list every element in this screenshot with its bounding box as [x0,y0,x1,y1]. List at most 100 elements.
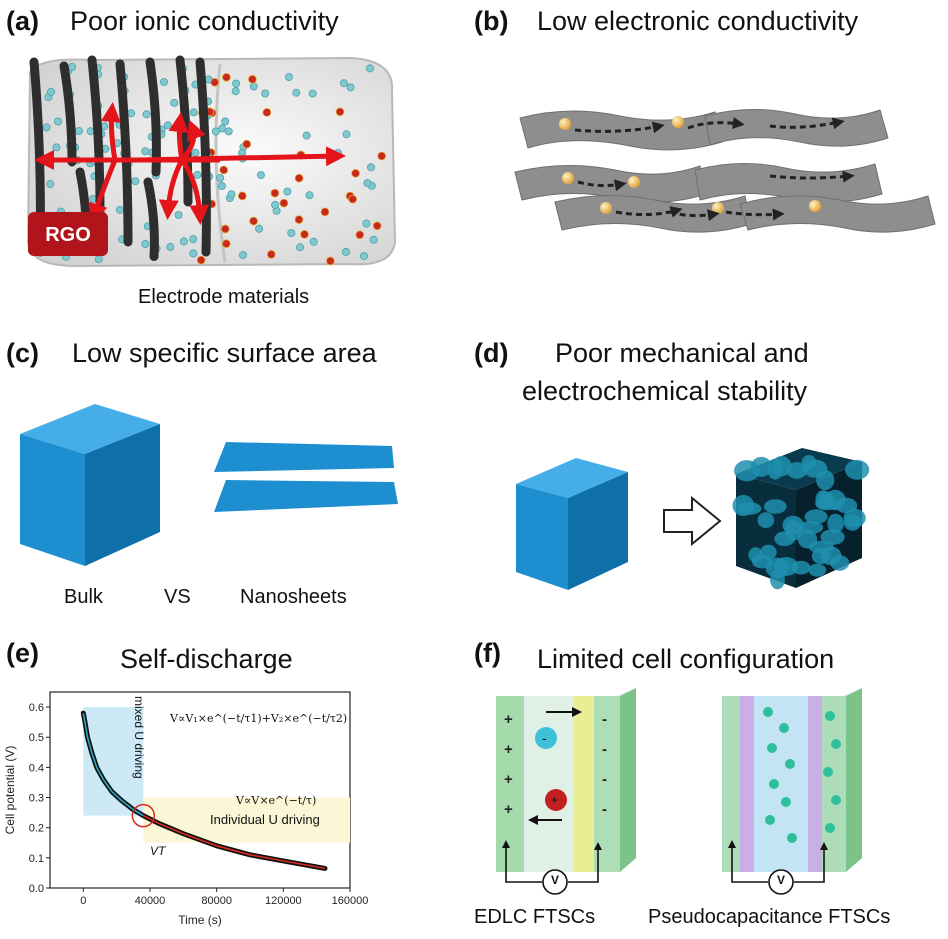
ion-ball [767,743,777,753]
ion-particle [346,83,355,92]
ion-particle [211,127,220,136]
grain-cell [835,497,858,514]
ion-particle [141,147,150,156]
mixed-driving-label: mixed U driving [132,696,146,779]
grain-cell [751,554,773,569]
x-tick-label: 80000 [201,895,232,907]
ion-particle [339,79,348,88]
y-tick-label: 0.2 [29,823,44,835]
ion-ball [779,723,789,733]
grain-cell [750,456,772,477]
panel-a-title: Poor ionic conductivity [70,6,339,36]
ion-particle [54,117,63,126]
ion-particle [94,255,103,264]
grain-cell [830,555,850,571]
ion-particle [283,187,292,196]
ion-particle [221,72,231,82]
panel-d-title-2: electrochemical stability [522,376,808,406]
panel-d-title-1: Poor mechanical and [555,338,809,368]
panel-f-title: Limited cell configuration [537,644,835,674]
ion-particle [170,98,179,107]
ion-particle [179,237,188,246]
ion-particle [217,181,226,190]
ion-particle [127,109,136,118]
ionic-conductivity-illustration [26,55,397,268]
ion-particle [262,108,272,117]
ion-ball [781,797,791,807]
ion-particle [342,130,351,139]
ion-particle [325,256,335,266]
ion-particle [68,62,77,71]
ion-particle [279,198,289,208]
ion-particle [362,219,371,228]
svg-text:+: + [504,711,513,728]
ion-particle [231,87,240,96]
grain-cell [774,531,795,547]
ion-particle [224,127,233,136]
svg-text:-: - [602,801,607,818]
grain-cell [798,521,824,534]
rgo-label: RGO [45,224,91,246]
y-tick-label: 0.4 [29,762,44,774]
y-tick-label: 0.0 [29,883,44,895]
grain-cell [757,512,775,529]
pseudocapacitance-cell-diagram [722,688,862,895]
ion-particle [174,210,183,219]
ion-particle [196,255,206,265]
grain-cell [845,459,870,480]
grain-cell [808,563,827,577]
ion-particle [141,239,150,248]
ion-particle [294,173,304,183]
svg-text:+: + [504,741,513,758]
ion-particle [348,194,358,204]
ion-ball [823,767,833,777]
ion-particle [266,249,276,259]
arrow-icon [663,495,722,547]
ion-particle [46,180,55,189]
ion-particle [74,127,83,136]
grain-cell [764,499,787,514]
grain-cell [804,509,828,525]
ion-particle [341,247,350,256]
ion-particle [159,77,168,86]
curve-highlight-individual [142,814,326,870]
ion-particle [261,89,270,98]
electronic-conductivity-illustration [514,109,936,233]
ion-ball [769,779,779,789]
panel-d-tag: (d) [474,338,509,368]
ion-particle [191,148,200,157]
vt-marker [131,803,156,828]
grain-cell [843,508,866,528]
ion-particle [242,139,252,149]
x-tick-label: 0 [80,895,86,907]
nanosheets [214,442,398,512]
x-tick-label: 40000 [135,895,166,907]
formula-individual: V∝V×e^(−t/τ) [236,794,317,807]
ion-particle [320,207,330,217]
ion-particle [189,249,198,258]
ion-particle [237,191,247,201]
pseudo-caption: Pseudocapacitance FTSCs [648,906,891,928]
ion-particle [287,228,296,237]
ion-particle [193,170,202,179]
ion-particle [218,124,227,133]
edlc-meter-label: V [550,873,559,887]
ion-particle [366,163,375,172]
ion-ball [785,759,795,769]
y-tick-label: 0.1 [29,853,44,865]
pseudo-meter-label: V [776,873,785,887]
curve-highlight-mixed [82,712,144,817]
svg-text:-: - [602,771,607,788]
panel-e-tag: (e) [6,638,39,668]
bulk-cube [20,404,160,566]
grain-cell [803,459,828,478]
ion-particle [232,79,241,88]
plot-frame [49,691,351,889]
vs-label: VS [164,586,191,608]
grain-cell [811,548,831,565]
ion-particle [189,108,198,117]
panel-c-tag: (c) [6,338,39,368]
grain-cell [815,490,831,510]
svg-text:+: + [551,793,558,807]
